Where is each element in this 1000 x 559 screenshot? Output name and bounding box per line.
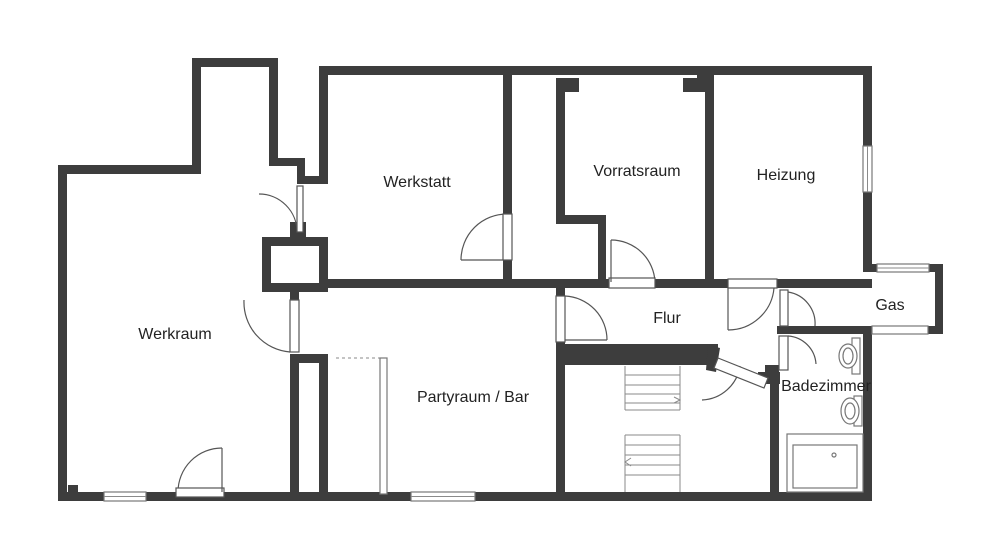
label-werkraum: Werkraum: [138, 326, 212, 343]
door-werkraum-lower[interactable]: [243, 299, 300, 353]
label-partyraum: Partyraum / Bar: [417, 389, 530, 406]
label-werkstatt: Werkstatt: [383, 174, 451, 191]
label-vorratsraum: Vorratsraum: [593, 163, 680, 180]
window-gas-lower: [871, 325, 929, 335]
door-heizung[interactable]: [727, 278, 778, 331]
bathroom-fixtures: [786, 337, 864, 493]
label-heizung: Heizung: [757, 167, 816, 184]
door-vorratsraum[interactable]: [608, 239, 656, 289]
sink-icon: [840, 395, 863, 427]
door-werkraum-exterior[interactable]: [175, 447, 225, 498]
bar-counter: [336, 357, 388, 495]
label-badezimmer: Badezimmer: [781, 378, 871, 395]
windows: [103, 145, 930, 502]
label-flur: Flur: [653, 310, 681, 327]
doors: [175, 185, 817, 498]
shower-icon: [786, 433, 864, 493]
door-werkstatt[interactable]: [460, 213, 513, 261]
room-labels: Werkraum Werkstatt Vorratsraum Heizung P…: [138, 163, 904, 406]
door-werkraum-upper[interactable]: [258, 185, 304, 233]
door-stair[interactable]: [701, 357, 769, 401]
toilet-icon: [838, 337, 861, 375]
door-badezimmer[interactable]: [778, 335, 817, 371]
label-gas: Gas: [875, 297, 904, 314]
staircase: [624, 366, 682, 492]
door-gas[interactable]: [779, 289, 816, 327]
door-flur[interactable]: [555, 295, 608, 343]
